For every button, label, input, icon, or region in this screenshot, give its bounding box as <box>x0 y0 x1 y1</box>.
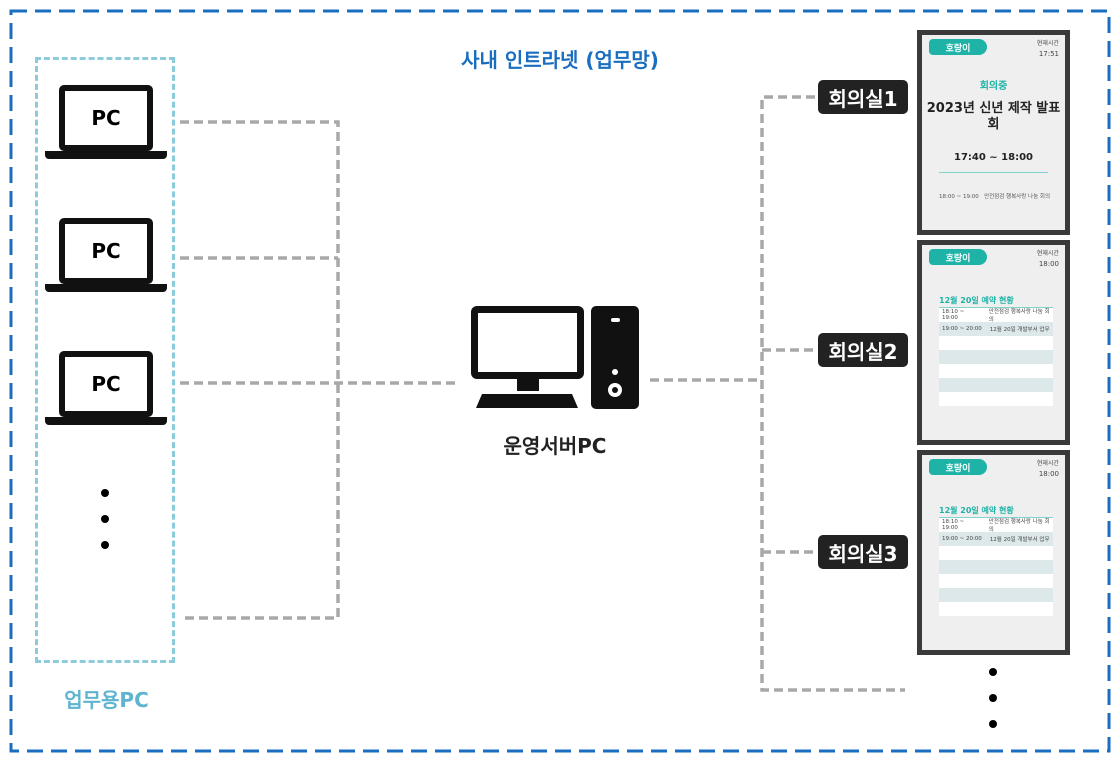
meeting-title: 2023년 신년 제작 발표회 <box>926 101 1061 132</box>
room-label-2: 회의실2 <box>818 333 908 367</box>
now-label: 현재시간 <box>1036 460 1059 467</box>
pc-label: PC <box>65 91 147 145</box>
room-display-2: 호랑이 현재시간 18:00 12월 20일 예약 현황 18:10 ~ 19:0… <box>917 240 1070 445</box>
intranet-boundary <box>9 9 1111 753</box>
reservation-heading: 12월 20일 예약 현황 <box>939 296 1014 305</box>
ellipsis-dot <box>101 515 109 523</box>
room-display-1: 호랑이 현재시간 17:51 회의중 2023년 신년 제작 발표회 17:40 … <box>917 30 1070 235</box>
now-time: 18:00 <box>1038 470 1059 478</box>
row-name: 안전점검 행복사랑 나눔 회의 <box>988 309 1050 323</box>
brand-badge: 호랑이 <box>929 249 987 265</box>
pc-label: PC <box>65 224 147 278</box>
ellipsis-dot <box>989 668 997 676</box>
table-row: 18:10 ~ 19:00 안전점검 행복사랑 나눔 회의 <box>939 308 1053 323</box>
now-time: 17:51 <box>1038 50 1059 58</box>
row-name: 12월 20일 개발부서 업무 <box>989 327 1050 333</box>
brand-badge: 호랑이 <box>929 459 987 475</box>
reservation-table: 18:10 ~ 19:00 안전점검 행복사랑 나눔 회의 19:00 ~ 20:… <box>939 517 1053 616</box>
reservation-heading: 12월 20일 예약 현황 <box>939 506 1014 515</box>
ellipsis-dot <box>989 694 997 702</box>
row-name: 12월 20일 개발부서 업무 <box>989 537 1050 543</box>
row-time: 19:00 ~ 20:00 <box>942 536 982 542</box>
row-time: 19:00 ~ 20:00 <box>942 326 982 332</box>
table-row: 18:10 ~ 19:00 안전점검 행복사랑 나눔 회의 <box>939 518 1053 533</box>
room-display-3: 호랑이 현재시간 18:00 12월 20일 예약 현황 18:10 ~ 19:0… <box>917 450 1070 655</box>
work-pc-group <box>35 57 175 663</box>
server-pc-icon <box>471 306 639 409</box>
server-label: 운영서버PC <box>503 434 607 458</box>
ellipsis-dot <box>101 541 109 549</box>
room-label-3: 회의실3 <box>818 535 908 569</box>
pc-label: PC <box>65 357 147 411</box>
ellipsis-dot <box>989 720 997 728</box>
next-name: 안전점검 행복사랑 나눔 회의 <box>984 194 1051 200</box>
link-room-bus <box>760 95 905 692</box>
reservation-table: 18:10 ~ 19:00 안전점검 행복사랑 나눔 회의 19:00 ~ 20:… <box>939 307 1053 406</box>
row-time: 18:10 ~ 19:00 <box>942 309 965 321</box>
intranet-title: 사내 인트라넷 (업무망) <box>461 48 659 72</box>
next-time: 18:00 ~ 19:00 <box>939 194 979 200</box>
room-label-1: 회의실1 <box>818 80 908 114</box>
brand-badge: 호랑이 <box>929 39 987 55</box>
work-pc-label: 업무용PC <box>64 688 149 712</box>
now-label: 현재시간 <box>1036 250 1059 257</box>
meeting-time: 17:40 ~ 18:00 <box>953 152 1033 163</box>
meeting-status: 회의중 <box>979 81 1008 92</box>
row-name: 안전점검 행복사랑 나눔 회의 <box>988 519 1050 533</box>
ellipsis-dot <box>101 489 109 497</box>
link-pc-1 <box>180 120 340 620</box>
now-label: 현재시간 <box>1036 40 1059 47</box>
table-row: 19:00 ~ 20:00 12월 20일 개발부서 업무 <box>939 322 1053 336</box>
row-time: 18:10 ~ 19:00 <box>942 519 965 531</box>
table-row: 19:00 ~ 20:00 12월 20일 개발부서 업무 <box>939 532 1053 546</box>
now-time: 18:00 <box>1038 260 1059 268</box>
